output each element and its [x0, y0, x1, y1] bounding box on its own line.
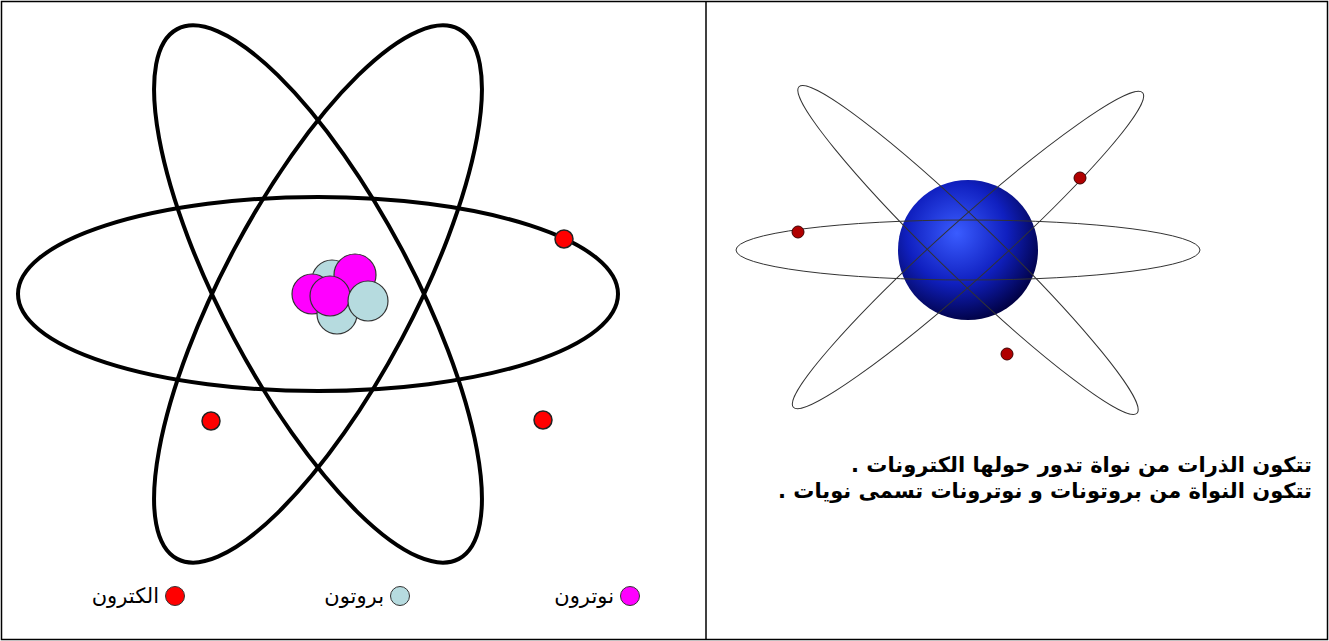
orbit — [93, 0, 542, 603]
electrons — [202, 230, 573, 430]
electron — [534, 411, 552, 429]
legend-swatch — [390, 586, 410, 606]
description-text: تتكون النواة من بروتونات و نوترونات تسمى… — [712, 478, 1312, 504]
orbit — [736, 220, 1200, 280]
orbits — [736, 67, 1200, 434]
legend-item: نوترون — [554, 584, 640, 608]
legend-text: نوترون — [554, 584, 614, 608]
legend-text: الكترون — [92, 584, 159, 608]
proton — [348, 281, 388, 321]
orbit — [780, 67, 1157, 434]
nucleus-sphere — [898, 180, 1038, 320]
electron — [555, 230, 573, 248]
orbits — [18, 0, 618, 603]
legend-swatch — [620, 586, 640, 606]
electron — [1074, 172, 1086, 184]
electron — [1001, 348, 1013, 360]
nucleus — [292, 254, 388, 334]
orbit — [775, 72, 1162, 428]
electron — [792, 226, 804, 238]
table-divider — [705, 2, 707, 640]
description-text: تتكون الذرات من نواة تدور حولها الكترونا… — [712, 452, 1312, 478]
legend-item: بروتون — [324, 584, 410, 608]
legend-swatch — [165, 586, 185, 606]
electrons — [792, 172, 1086, 360]
legend-item: الكترون — [92, 584, 185, 608]
legend-text: بروتون — [324, 584, 384, 608]
electron — [202, 412, 220, 430]
description: تتكون الذرات من نواة تدور حولها الكترونا… — [712, 452, 1312, 505]
orbit — [93, 0, 542, 603]
neutron — [310, 276, 350, 316]
orbit — [18, 197, 618, 391]
